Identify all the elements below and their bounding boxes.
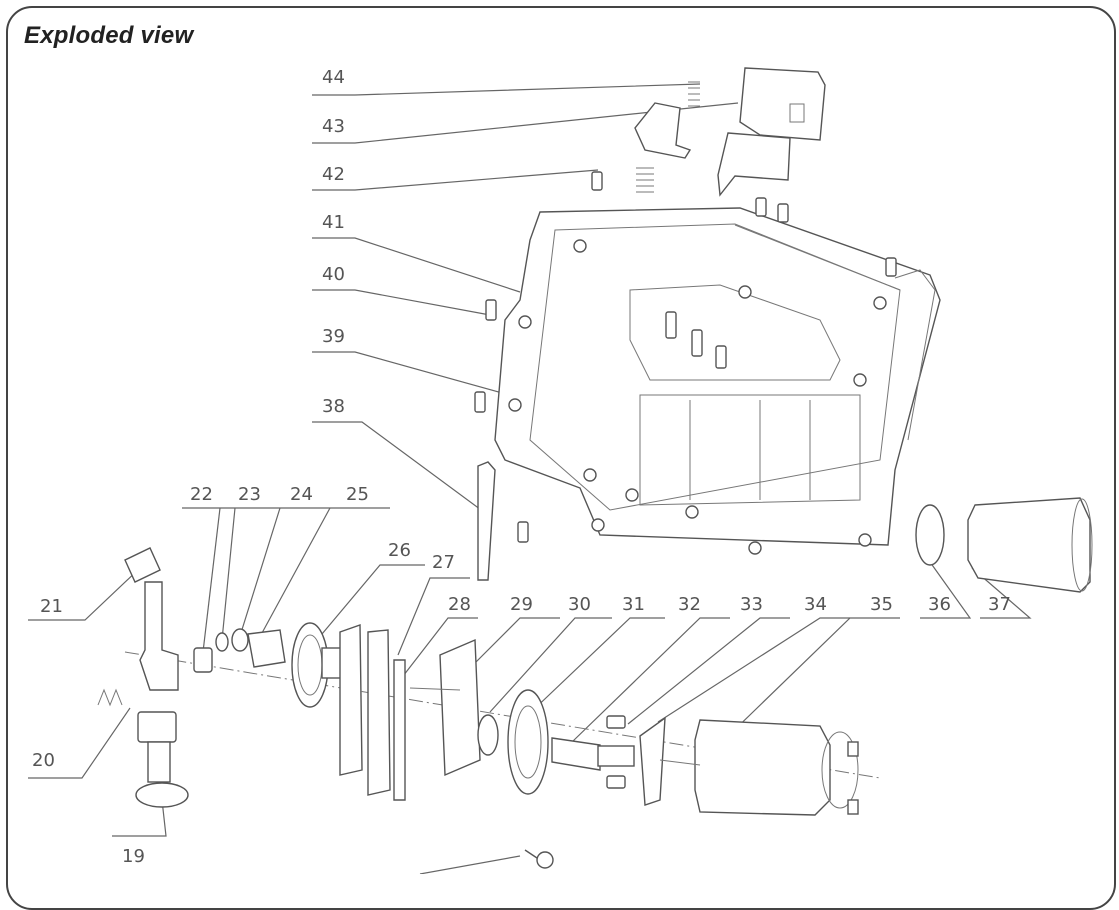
callout-28: 28 [448, 594, 471, 615]
callout-27: 27 [432, 552, 455, 573]
callout-39: 39 [322, 326, 345, 347]
gear-housing-part [409, 638, 666, 806]
ring-part-36 [915, 504, 945, 566]
page-title: Exploded view [24, 22, 194, 49]
exploded-view-diagram: 44 43 42 41 40 39 38 22 23 24 25 26 27 2… [28, 67, 1093, 874]
rod-part-38 [477, 461, 496, 581]
callout-numbers: 44 43 42 41 40 39 38 22 23 24 25 26 27 2… [32, 67, 1011, 867]
callout-21: 21 [40, 596, 63, 617]
screws [474, 171, 897, 789]
callout-19: 19 [122, 846, 145, 867]
callout-40: 40 [322, 264, 345, 285]
plate-parts [339, 624, 406, 801]
bearing-parts [193, 628, 286, 673]
callout-35: 35 [870, 594, 893, 615]
callout-36: 36 [928, 594, 951, 615]
callout-33: 33 [740, 594, 763, 615]
callout-24: 24 [290, 484, 313, 505]
callout-43: 43 [322, 116, 345, 137]
callout-42: 42 [322, 164, 345, 185]
callout-30: 30 [568, 594, 591, 615]
leader-lines [28, 83, 1032, 874]
gear-part-26 [291, 622, 343, 708]
callout-26: 26 [388, 540, 411, 561]
callout-25: 25 [346, 484, 369, 505]
small-screw-bottom [524, 849, 554, 869]
callout-32: 32 [678, 594, 701, 615]
callout-22: 22 [190, 484, 213, 505]
plunger-assembly [97, 547, 189, 808]
motor-part [659, 719, 859, 816]
callout-20: 20 [32, 750, 55, 771]
housing-part [494, 207, 941, 555]
callout-41: 41 [322, 212, 345, 233]
callout-29: 29 [510, 594, 533, 615]
callout-23: 23 [238, 484, 261, 505]
switch-assembly [634, 67, 826, 197]
callout-34: 34 [804, 594, 827, 615]
callout-44: 44 [322, 67, 345, 88]
cap-part-37 [967, 497, 1093, 593]
callout-31: 31 [622, 594, 645, 615]
callout-38: 38 [322, 396, 345, 417]
callout-37: 37 [988, 594, 1011, 615]
